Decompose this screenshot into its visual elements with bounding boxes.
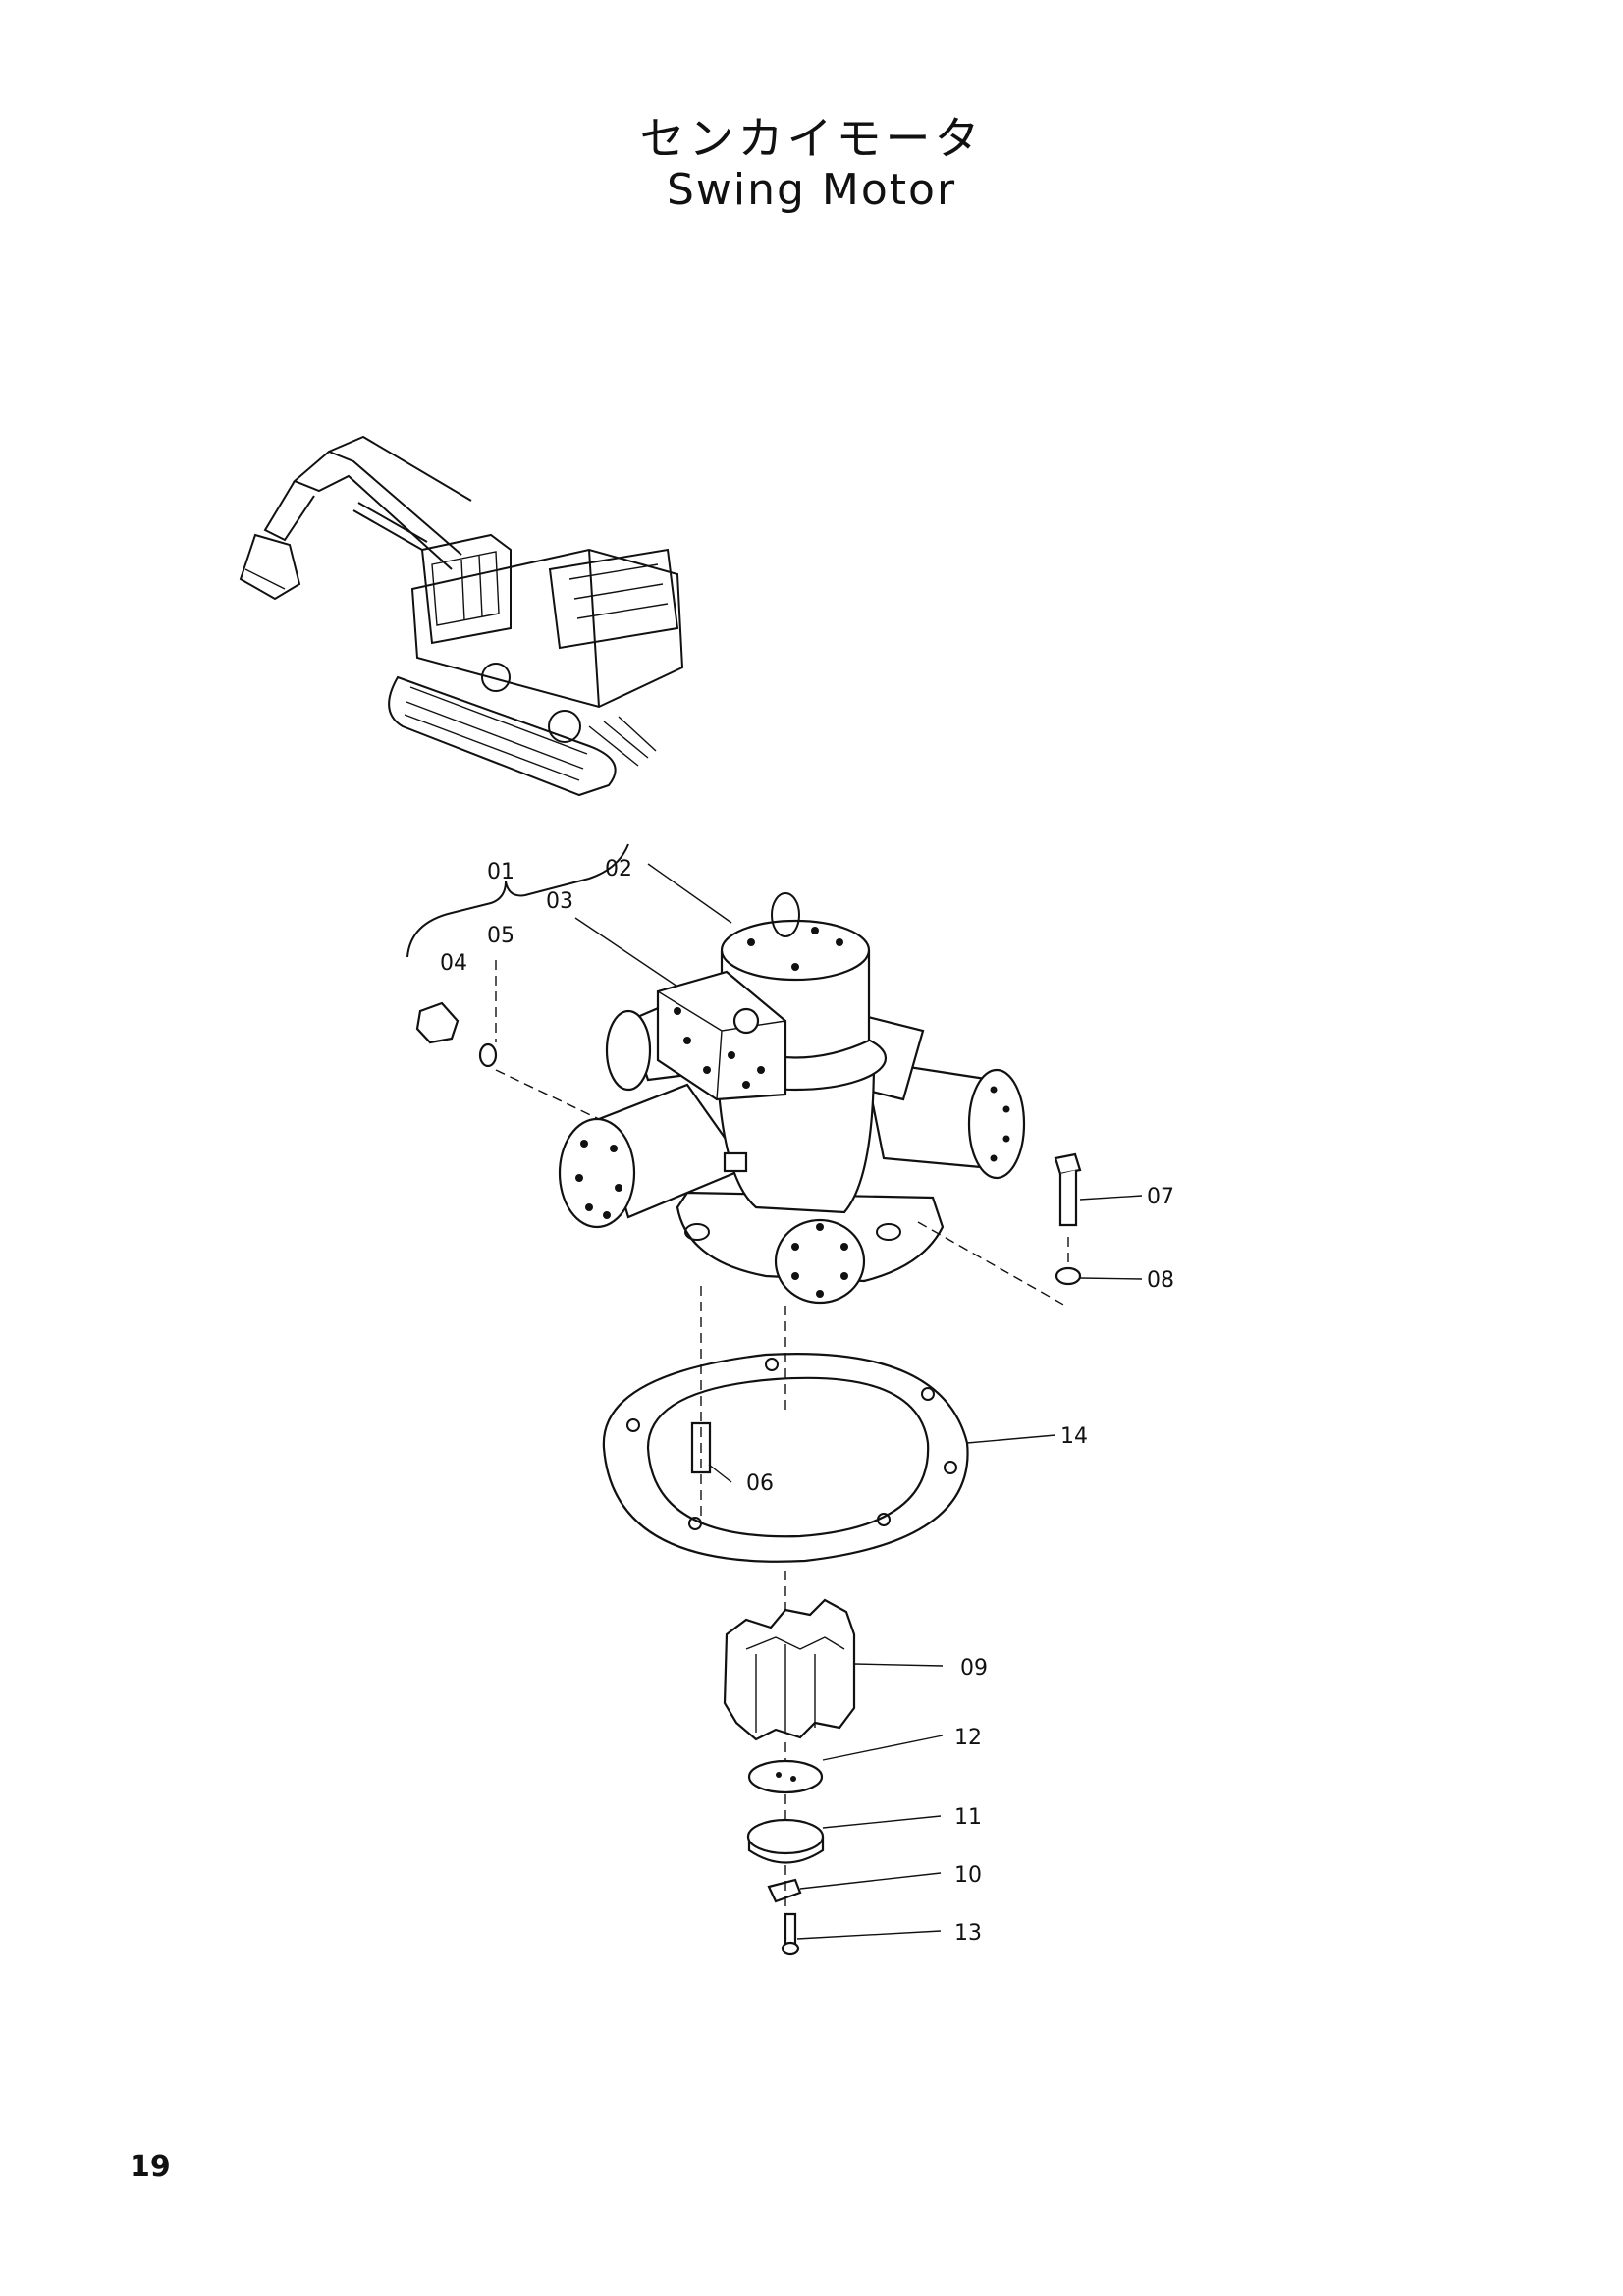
screw-part (781, 1912, 800, 1956)
callout-07: 07 (1147, 1185, 1174, 1209)
bolt-part (1054, 1152, 1082, 1227)
callout-01: 01 (487, 860, 514, 884)
callout-06: 06 (746, 1471, 774, 1496)
page-title-japanese: センカイモータ (639, 112, 984, 165)
callout-03: 03 (546, 889, 573, 914)
page-title-english: Swing Motor (666, 165, 957, 215)
pinion-gear-part (723, 1598, 856, 1741)
callout-12: 12 (954, 1726, 982, 1750)
callout-11: 11 (954, 1805, 982, 1830)
callout-05: 05 (487, 924, 514, 948)
assembly-bracket (406, 843, 629, 958)
plate-part (747, 1759, 824, 1794)
plug-part (415, 1001, 460, 1044)
callout-04: 04 (440, 951, 467, 976)
callout-09: 09 (960, 1656, 988, 1681)
callout-14: 14 (1060, 1424, 1088, 1449)
swing-motor-illustration (558, 892, 1026, 1305)
callout-08: 08 (1147, 1268, 1174, 1293)
callout-02: 02 (605, 857, 632, 881)
excavator-icon (239, 435, 684, 797)
o-ring-part (478, 1042, 498, 1068)
lock-plate-part (767, 1878, 802, 1903)
page-number: 19 (130, 2150, 171, 2184)
washer-part (1055, 1266, 1082, 1286)
cover-part (746, 1818, 825, 1864)
callout-13: 13 (954, 1921, 982, 1946)
callout-10: 10 (954, 1863, 982, 1888)
